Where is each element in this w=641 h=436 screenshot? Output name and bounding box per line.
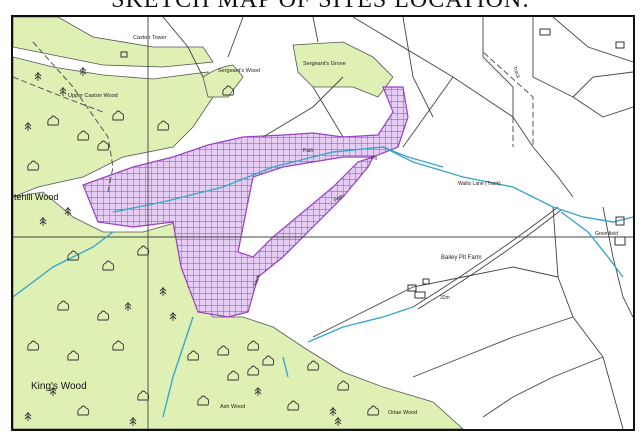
label-sergeants-grove: Sergeant's Grove: [303, 61, 346, 67]
label-bailey-pit-farm: Bailey Pit Farm: [441, 255, 482, 261]
label-kings-wood: King's Wood: [31, 381, 87, 392]
label-track-north: Track: [511, 66, 521, 80]
field-boundaries: [13, 17, 633, 429]
label-path-west: Path: [333, 193, 345, 203]
label-wallis-lane: Wallis Lane (Track): [458, 181, 501, 187]
map-labels: Caxton Tower Upper Caxton Wood Sergeant'…: [13, 35, 618, 416]
label-orlae-wood: Orlae Wood: [388, 410, 417, 416]
site-map: Caxton Tower Upper Caxton Wood Sergeant'…: [13, 17, 633, 429]
label-caxton-tower: Caxton Tower: [133, 35, 167, 41]
label-path: Path: [303, 148, 314, 154]
label-sergeants-wood: Sergeant's Wood: [218, 68, 260, 74]
building-icon: [120, 28, 626, 299]
rights-of-way: [13, 17, 534, 193]
watercourses: [13, 146, 633, 418]
label-track-south: Track: [252, 274, 262, 288]
map-frame: Caxton Tower Upper Caxton Wood Sergeant'…: [11, 15, 635, 431]
site-boundary: [82, 86, 409, 318]
label-pit: Pit: [371, 156, 377, 162]
label-upper-caxton-wood: Upper Caxton Wood: [68, 93, 118, 99]
label-greenfield: Greenfield: [595, 231, 618, 237]
label-rushill-wood: rtehill Wood: [13, 192, 58, 202]
page-title: SKETCH MAP OF SITES LOCATION:: [111, 0, 530, 13]
label-spot-height: 32m: [440, 295, 450, 301]
label-ash-wood: Ash Wood: [220, 404, 245, 410]
